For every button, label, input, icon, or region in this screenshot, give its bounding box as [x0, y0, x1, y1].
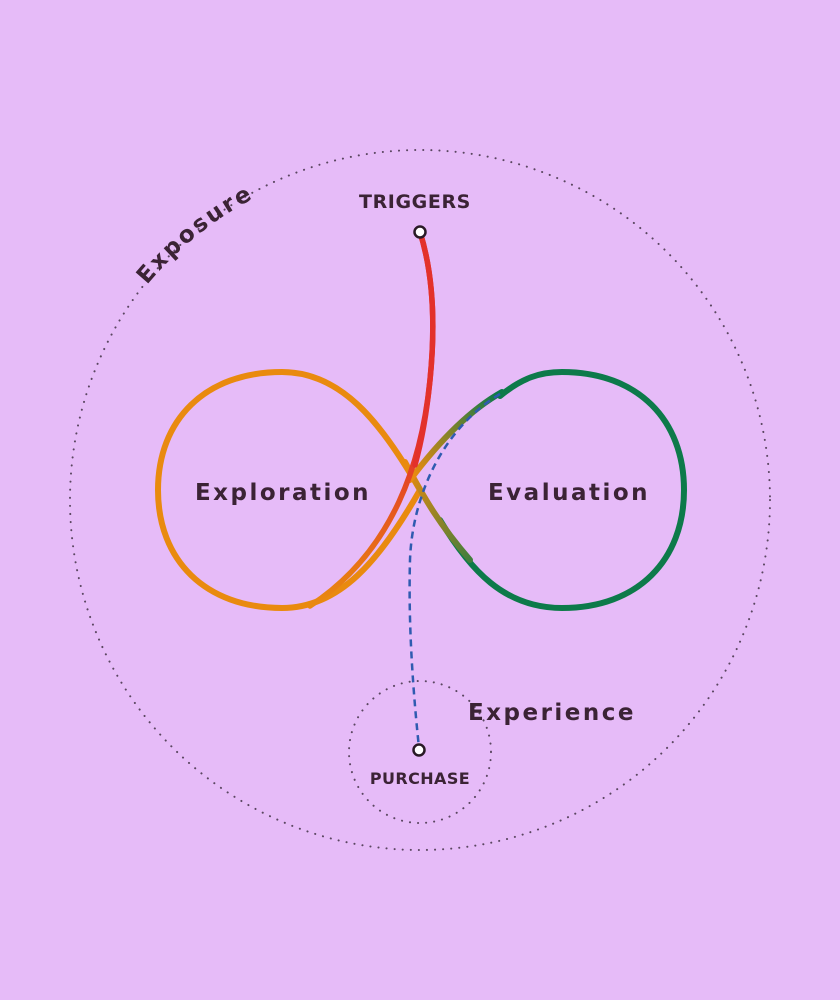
exposure-ring [69, 149, 771, 851]
triggers-node [413, 225, 427, 239]
purchase-label: PURCHASE [370, 769, 470, 788]
experience-ring [348, 680, 492, 824]
crossover-up-segment [407, 389, 505, 483]
purchase-path [408, 392, 501, 749]
exploration-loop [154, 368, 423, 612]
purchase-node [412, 743, 426, 757]
experience-label: Experience [468, 700, 636, 726]
trigger-path-top [412, 229, 436, 468]
triggers-label: TRIGGERS [359, 191, 471, 213]
exploration-label: Exploration [195, 480, 371, 506]
evaluation-loop [437, 368, 688, 612]
evaluation-label: Evaluation [488, 480, 650, 506]
